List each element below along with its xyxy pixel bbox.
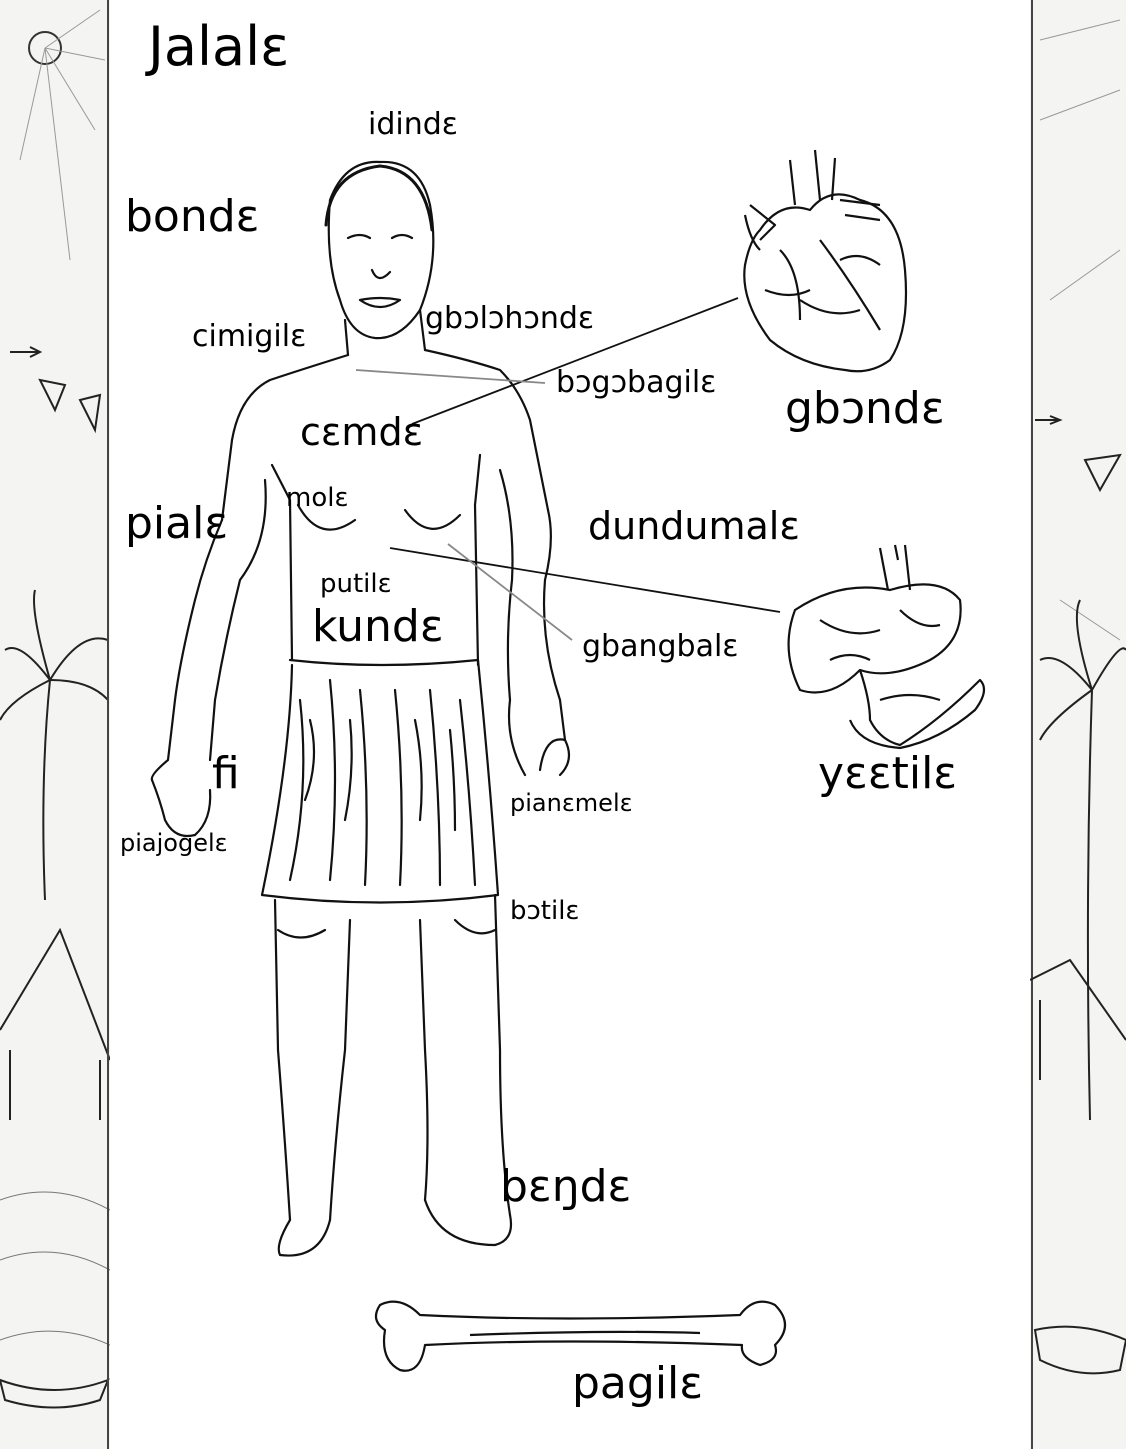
label-liver: yɛɛtilɛ bbox=[818, 752, 957, 796]
label-piale: pialɛ bbox=[125, 502, 228, 546]
label-gbolohonde: gbɔlɔhɔndɛ bbox=[425, 304, 594, 334]
label-dundumale: dundumalɛ bbox=[588, 507, 800, 545]
label-putile: putilɛ bbox=[320, 571, 392, 597]
label-cimigile: cimigilɛ bbox=[192, 322, 306, 352]
label-botile: bɔtilɛ bbox=[510, 898, 579, 924]
liver-pointer-line bbox=[390, 548, 780, 612]
label-piajogele: piajogelɛ bbox=[120, 831, 228, 855]
label-bende: bɛŋdɛ bbox=[500, 1165, 631, 1209]
label-fi: fi bbox=[212, 752, 240, 796]
label-bonde: bondɛ bbox=[125, 195, 259, 239]
label-mole: molɛ bbox=[286, 485, 349, 511]
page-title: Jalalɛ bbox=[148, 20, 289, 74]
label-heart: gbɔndɛ bbox=[785, 387, 945, 431]
label-kunde: kundɛ bbox=[312, 605, 444, 649]
label-idinde: idindɛ bbox=[368, 110, 458, 140]
gbangbale-pointer-line bbox=[448, 544, 572, 640]
label-bone: pagilɛ bbox=[572, 1362, 703, 1406]
label-gbangbale: gbangbalɛ bbox=[582, 632, 739, 662]
label-pianemele: pianɛmelɛ bbox=[510, 791, 633, 815]
heart-illustration bbox=[744, 150, 906, 371]
liver-illustration bbox=[789, 545, 984, 748]
pointer-lines bbox=[356, 298, 780, 640]
label-bogobagile: bɔgɔbagilɛ bbox=[556, 368, 716, 398]
bogobagile-pointer-line bbox=[356, 370, 545, 383]
label-cemde: cɛmdɛ bbox=[300, 413, 423, 451]
